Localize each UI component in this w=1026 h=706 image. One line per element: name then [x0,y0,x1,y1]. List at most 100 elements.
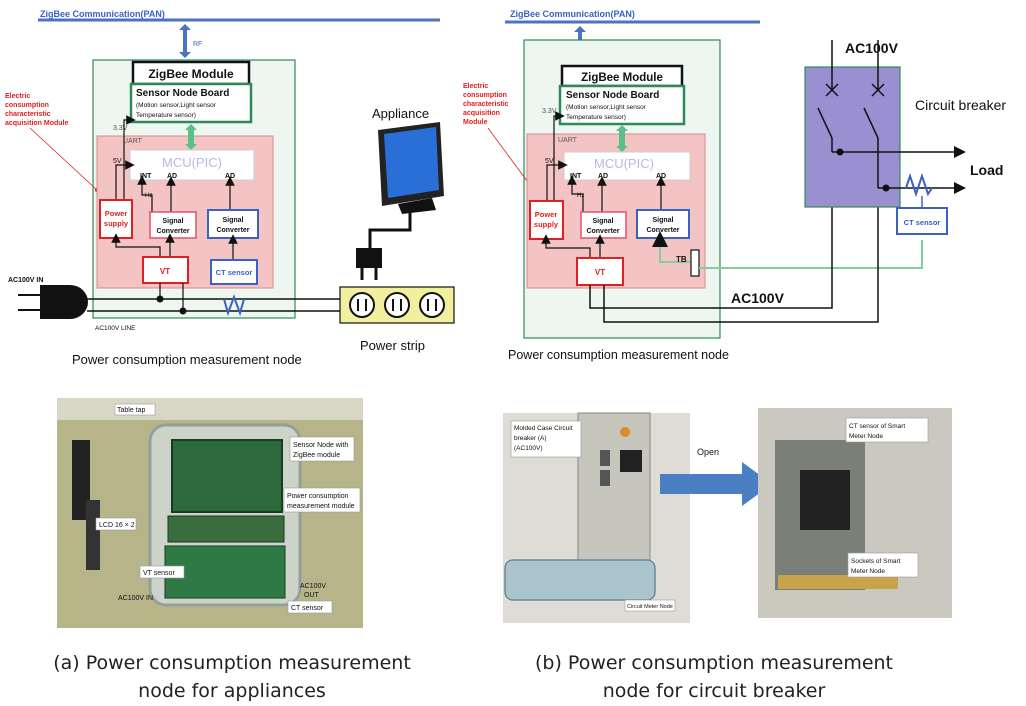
left-sensor-node-board [129,82,253,124]
right-hz-label: Hz [577,193,584,199]
left-photo-table-tap-label: Table tap [117,407,146,414]
left-signal-conv1-label-1: Signal [162,218,183,225]
left-ac-line-label: AC100V LINE [95,325,136,332]
right-ac100v-bottom-label: AC100V [731,290,785,306]
right-wire-tb-sc [652,231,690,263]
left-appliance-label: Appliance [372,106,429,121]
left-sensor-list-2: Temperature sensor) [136,112,196,119]
left-zigbee-bus-label: ZigBee Communication(PAN) [40,9,165,19]
left-photo-vt-sensor-label: VT sensor [143,570,175,577]
left-photo-cable-2 [86,500,100,570]
right-photo-ct-label-1: CT sensor of Smart [849,423,905,430]
left-module-label-1: Electric [5,93,30,100]
left-photo-pcm-label-1: Power consumption [287,493,349,500]
left-module-label-4: acquisition Module [5,120,68,127]
left-wire-5v [115,160,135,200]
caption-a-line-1: (a) Power consumption measurement [53,652,411,674]
right-signal-conv1-label-1: Signal [592,218,613,225]
left-power-supply [99,199,133,239]
right-photo-ct-label-2: Meter Node [849,433,883,440]
left-module-label-2: consumption [5,102,49,109]
left-v33-label: 3.3V [113,125,128,132]
right-power-supply-label-2: supply [534,220,559,229]
left-sensor-list-1: (Motion sensor,Light sensor [136,102,217,109]
right-signal-converter-1 [580,211,627,239]
right-module-label-2: consumption [463,92,507,99]
left-power-strip-outlets [349,292,445,318]
right-photo-open-label: Open [697,447,719,457]
left-rf-label: RF [193,41,202,48]
left-photo-ct-sensor-label: CT sensor [291,605,324,612]
left-module-label-3: characteristic [5,111,51,118]
right-node-label: Power consumption measurement node [508,348,729,362]
left-mcu [129,149,255,181]
left-ct-sensor-block [210,259,258,285]
caption-a-line-2: node for appliances [138,680,326,702]
right-ct-signal-line [699,240,923,269]
right-uart-arrow [616,125,628,152]
left-ad1-label: AD [167,173,177,180]
left-vt-label: VT [160,267,170,276]
right-ct-sensor-label: CT sensor [904,218,941,227]
left-uart-arrow [185,124,197,150]
right-breaker-switches [817,40,885,188]
left-ct-sensor-label: CT sensor [216,268,253,277]
right-vt-line-2 [603,188,879,323]
tv-icon [378,122,444,214]
right-ct-sensor-block [896,207,948,235]
right-signal-conv1-label-2: Converter [586,228,619,235]
right-wire-int [567,175,584,212]
left-ad2-label: AD [225,173,235,180]
left-photo-lcd [167,515,285,543]
right-zigbee-bus-label: ZigBee Communication(PAN) [510,9,635,19]
left-mcu-label: MCU(PIC) [162,155,222,170]
left-signal-converter-2 [207,209,259,239]
left-photo-ac-in-label: AC100V IN [118,595,153,602]
right-terminal-block [690,249,700,277]
right-tb-label: TB [676,255,687,264]
right-mcu-label: MCU(PIC) [594,156,654,171]
right-circuit-breaker-panel [804,66,901,208]
left-photo-table-tap [57,398,363,420]
right-load-label: Load [970,162,1003,178]
caption-b-line-2: node for circuit breaker [602,680,826,702]
left-ct-coil [223,294,245,317]
left-photo-ac-out-label-2: OUT [304,592,320,599]
right-photo-indicator-lamp [620,427,630,437]
right-ad1-label: AD [598,173,608,180]
right-photo-mccb-label-3: (AC100V) [514,445,543,452]
left-diagram: ZigBee Communication(PAN) RF ZigBee Modu… [5,9,455,367]
right-module-label-4: acquisition [463,110,500,117]
left-ac-in-label: AC100V IN [8,277,43,284]
left-vt-block [142,256,189,284]
right-v5-label: 5V [545,158,554,165]
right-sensor-node-board-label: Sensor Node Board [566,90,659,101]
right-sensor-list-1: (Motion sensor,Light sensor [566,104,647,111]
left-wire-33v [123,115,136,200]
right-signal-conv2-label-2: Converter [646,227,679,234]
right-diagram: ZigBee Communication(PAN) RF ZigBee Modu… [463,9,1006,362]
left-photo-lcd-label: LCD 16 × 2 [99,522,135,529]
left-hz-label: Hz [145,193,152,199]
left-photo-sensor-board [171,439,283,513]
right-photo-breaker-unit [800,470,850,530]
right-module-label-1: Electric [463,83,488,90]
right-module-label-3: characteristic [463,101,509,108]
right-photo-sockets-label-2: Meter Node [851,568,885,575]
right-vt-line-1 [589,152,833,309]
left-photo-ac-out-label-1: AC100V [300,583,326,590]
right-power-supply-label-1: Power [535,210,558,219]
right-mcu [563,151,691,181]
left-plug [40,285,88,319]
left-photo-sensor-node-label-2: ZigBee module [293,452,340,459]
right-photo-sockets-label-1: Sockets of Smart [851,558,901,565]
right-ct-coil [905,172,933,198]
right-wire-5v [546,160,568,200]
caption-b: (b) Power consumption measurement node f… [504,649,924,705]
right-photo-meter-node-box [504,559,656,601]
left-photo-cable-1 [72,440,90,520]
left-uart-label: UART [123,138,143,145]
left-v5-label: 5V [113,158,122,165]
left-appliance-cord [368,212,412,248]
